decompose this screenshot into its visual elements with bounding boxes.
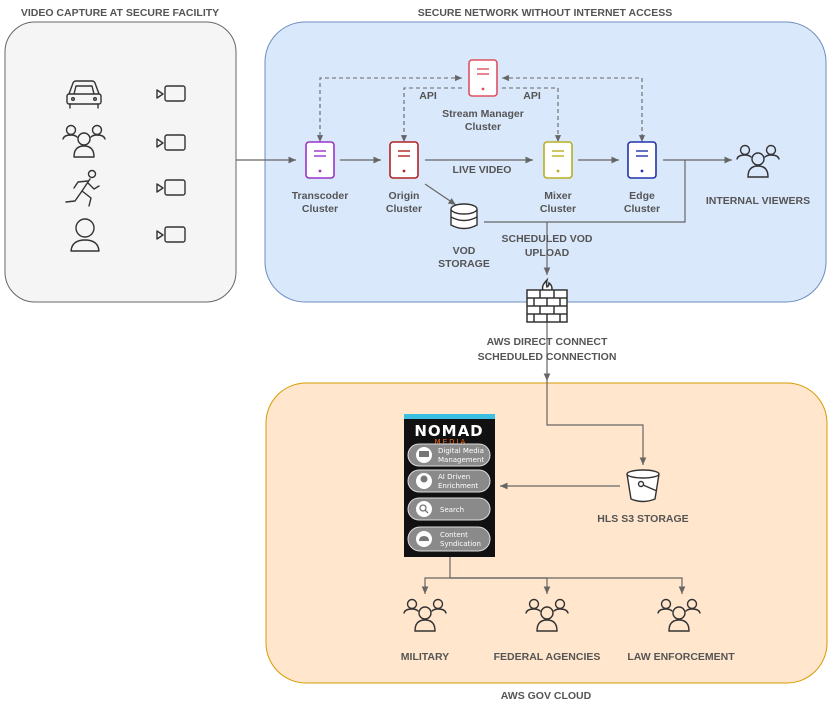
nomad-item-1-line2: Management <box>438 456 484 464</box>
nomad-item-2-line2: Enrichment <box>438 482 479 490</box>
firewall-icon <box>526 277 568 323</box>
camera-icon <box>156 85 186 102</box>
capture-section-title: VIDEO CAPTURE AT SECURE FACILITY <box>21 7 219 19</box>
stream-manager-server-icon <box>468 59 498 97</box>
nomad-to-military-arrow <box>421 556 451 594</box>
camera-icon <box>156 179 186 196</box>
nomad-item-2-line1: AI Driven <box>438 473 470 481</box>
to-hls-arrow <box>546 381 647 465</box>
api-to-transcoder-line <box>316 74 462 142</box>
transcoder-server-icon <box>305 141 335 179</box>
camera-icon <box>156 226 186 243</box>
network-section-title: SECURE NETWORK WITHOUT INTERNET ACCESS <box>418 7 673 19</box>
federal-agencies-label: FEDERAL AGENCIES <box>494 651 601 663</box>
vod-to-edge-line <box>484 160 686 223</box>
military-label: MILITARY <box>401 651 449 663</box>
nomad-logo-subtitle: MEDIA <box>435 438 468 446</box>
api-to-origin-line <box>400 87 462 142</box>
nomad-item-digital-media: Digital Media Management <box>407 443 491 467</box>
origin-label-line1: Origin <box>389 190 420 202</box>
edge-label-line2: Cluster <box>624 203 660 215</box>
mixer-server-icon <box>543 141 573 179</box>
mixer-label-line2: Cluster <box>540 203 576 215</box>
edge-label-line1: Edge <box>629 190 655 202</box>
nomad-logo-title: NOMAD <box>414 422 483 440</box>
person-icon <box>70 218 100 252</box>
api-to-edge-line <box>502 74 646 142</box>
bucket-icon <box>626 469 660 503</box>
live-video-label: LIVE VIDEO <box>453 164 512 176</box>
internal-viewers-icon <box>736 144 780 178</box>
camera-icon <box>156 134 186 151</box>
direct-connect-label-line2: SCHEDULED CONNECTION <box>478 351 617 363</box>
direct-connect-label-line1: AWS DIRECT CONNECT <box>487 336 608 348</box>
api-label-left: API <box>419 90 437 102</box>
hls-storage-label: HLS S3 STORAGE <box>597 513 688 525</box>
group-icon <box>62 124 106 158</box>
search-icon <box>416 501 432 517</box>
federal-group-icon <box>525 598 569 632</box>
cloud-section-title: AWS GOV CLOUD <box>501 690 592 702</box>
stream-manager-label-line2: Cluster <box>465 121 501 133</box>
runner-icon <box>65 169 100 207</box>
scheduled-vod-label-line1: SCHEDULED VOD <box>501 233 592 245</box>
vod-storage-label-line1: VOD <box>453 245 476 257</box>
car-icon <box>66 80 102 109</box>
api-to-mixer-line <box>502 87 562 142</box>
api-label-right: API <box>523 90 541 102</box>
nomad-item-syndication: Content Syndication <box>407 526 491 552</box>
transcoder-label-line1: Transcoder <box>292 190 349 202</box>
nomad-item-ai-enrichment: AI Driven Enrichment <box>407 469 491 493</box>
nomad-item-search: Search <box>407 497 491 521</box>
origin-label-line2: Cluster <box>386 203 422 215</box>
nomad-item-4-line2: Syndication <box>440 540 481 548</box>
origin-server-icon <box>389 141 419 179</box>
military-group-icon <box>403 598 447 632</box>
capture-section: VIDEO CAPTURE AT SECURE FACILITY <box>4 7 237 303</box>
law-enforcement-group-icon <box>657 598 701 632</box>
origin-to-vod-arrow <box>424 183 457 206</box>
nomad-item-4-line1: Content <box>440 531 468 539</box>
transcoder-label-line2: Cluster <box>302 203 338 215</box>
law-enforcement-label: LAW ENFORCEMENT <box>627 651 735 663</box>
edge-server-icon <box>627 141 657 179</box>
stream-manager-label-line1: Stream Manager <box>442 108 524 120</box>
scheduled-vod-label-line2: UPLOAD <box>525 247 570 259</box>
internal-viewers-label: INTERNAL VIEWERS <box>706 195 810 207</box>
nomad-item-1-line1: Digital Media <box>438 447 484 455</box>
nomad-item-3-line1: Search <box>440 506 464 514</box>
database-icon <box>450 203 478 230</box>
nomad-to-law-arrow <box>450 577 686 594</box>
nomad-media-panel: NOMAD MEDIA Digital Media Management AI … <box>404 414 495 557</box>
vod-storage-label-line2: STORAGE <box>438 258 490 270</box>
mixer-label-line1: Mixer <box>544 190 571 202</box>
